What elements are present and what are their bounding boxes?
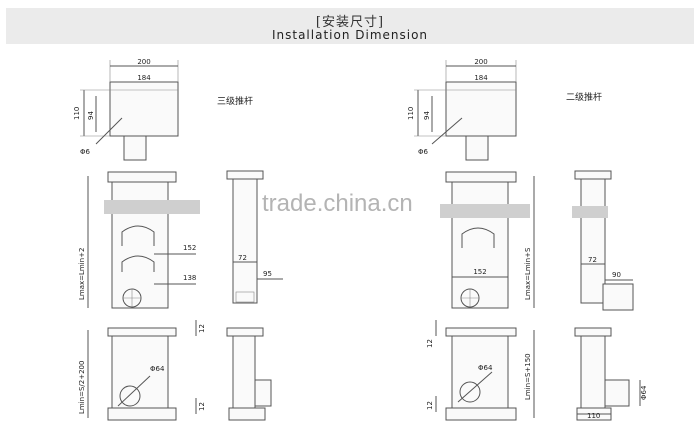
right-model-label: 二级推杆: [566, 91, 602, 103]
right-dim-phi64-front: Φ64: [478, 364, 493, 372]
right-dim-94: 94: [423, 111, 431, 120]
right-front-retracted: Φ64 Lmin=S+150 12 12: [426, 320, 535, 421]
left-front-extended: 152 138 Lmax=Lmin+2: [78, 171, 200, 309]
left-top-view: 200 184 110 94 Φ6 三级推杆: [73, 58, 253, 161]
left-dim-12b: 12: [198, 402, 206, 411]
left-dim-95: 95: [263, 270, 272, 278]
right-front-extended: 152 Lmax=Lmin+S: [440, 171, 535, 309]
right-dim-110-bottom: 110: [587, 412, 600, 420]
right-dim-200: 200: [474, 58, 487, 66]
left-dim-lmin: Lmin=S/2+200: [78, 361, 86, 414]
right-side-retracted: Φ64 110: [574, 327, 648, 421]
right-dim-184: 184: [474, 74, 488, 82]
right-dim-152: 152: [473, 268, 486, 276]
left-outer-tube-stub: [123, 135, 147, 161]
right-side-extended: 72 90: [572, 170, 634, 311]
right-dim-12a: 12: [426, 339, 434, 348]
right-dim-lmax: Lmax=Lmin+S: [524, 247, 532, 300]
left-blurred-band: [104, 200, 200, 214]
left-dim-110: 110: [73, 107, 81, 120]
title-english: Installation Dimension: [271, 28, 429, 42]
left-top-plate: [107, 171, 177, 183]
left-dim-72: 72: [238, 254, 247, 262]
right-dim-72: 72: [588, 256, 597, 264]
left-dim-152: 152: [183, 244, 196, 252]
left-model-label: 三级推杆: [217, 95, 253, 107]
left-dim-94: 94: [87, 111, 95, 120]
left-dim-184: 184: [137, 74, 151, 82]
title-banner: [安装尺寸] Installation Dimension: [6, 8, 694, 44]
left-dim-phi6: Φ6: [80, 148, 91, 156]
left-side-extended: 72 95: [226, 170, 283, 304]
left-dim-200: 200: [137, 58, 150, 66]
title-chinese: [安装尺寸]: [315, 15, 385, 30]
right-dim-90: 90: [612, 271, 621, 279]
left-dim-phi64: Φ64: [150, 365, 165, 373]
right-dim-phi64-side: Φ64: [640, 385, 648, 400]
left-side-retracted: [226, 327, 272, 421]
left-front-retracted: Φ64 Lmin=S/2+200 12 12: [78, 320, 206, 421]
left-dim-lmax: Lmax=Lmin+2: [78, 248, 86, 300]
left-dim-12a: 12: [198, 324, 206, 333]
right-dim-lmin: Lmin=S+150: [524, 353, 532, 400]
watermark: trade.china.cn: [262, 190, 413, 217]
right-top-view: 200 184 110 94 Φ6 二级推杆: [407, 58, 602, 161]
right-dim-12b: 12: [426, 401, 434, 410]
left-dim-138: 138: [183, 274, 196, 282]
right-dim-phi6: Φ6: [418, 148, 429, 156]
right-dim-110: 110: [407, 107, 415, 120]
